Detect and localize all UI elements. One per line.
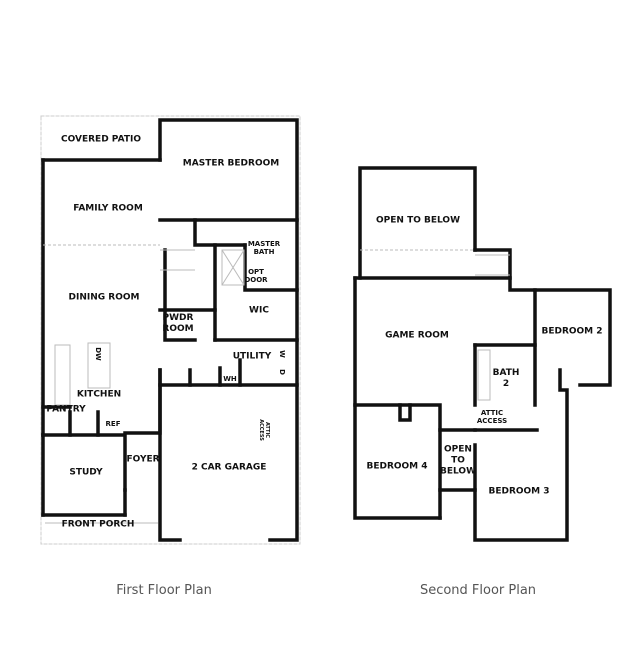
room-label-study: STUDY: [69, 467, 103, 478]
room-label-opt-door: OPT DOOR: [244, 268, 268, 284]
room-label-garage: 2 CAR GARAGE: [191, 462, 267, 473]
attic-access-label: ATTIC ACCESS: [258, 419, 270, 441]
room-label-master-bedroom: MASTER BEDROOM: [182, 158, 280, 169]
room-label-utility: UTILITY: [232, 351, 272, 362]
water-heater-label: WH: [223, 375, 237, 383]
room-label-master-bath: MASTER BATH: [247, 240, 281, 256]
attic-access-label-2: ATTIC ACCESS: [476, 409, 508, 425]
room-label-family-room: FAMILY ROOM: [73, 203, 143, 214]
first-floor-fixtures: [43, 244, 245, 524]
room-label-bedroom-3: BEDROOM 3: [488, 486, 550, 497]
room-label-bath-2: BATH 2: [492, 368, 520, 389]
room-label-dining-room: DINING ROOM: [68, 292, 140, 303]
room-label-bedroom-4: BEDROOM 4: [366, 461, 428, 472]
room-label-foyer: FOYER: [126, 454, 160, 465]
room-label-pwdr-room: PWDR ROOM: [162, 313, 194, 334]
first-floor-walls: [40, 115, 301, 545]
second-floor-fixtures: [360, 249, 510, 401]
second-floor-walls: [353, 166, 612, 542]
dishwasher-label: DW: [94, 347, 102, 361]
room-label-covered-patio: COVERED PATIO: [61, 134, 141, 145]
room-label-wic: WIC: [249, 305, 269, 316]
room-label-pantry: PANTRY: [46, 404, 86, 415]
washer-label: W: [278, 350, 286, 358]
room-label-game-room: GAME ROOM: [385, 330, 449, 341]
dryer-label: D: [278, 369, 286, 375]
first-floor-caption: First Floor Plan: [116, 583, 212, 598]
room-label-open-to-below-2: OPEN TO BELOW: [440, 444, 476, 477]
room-label-open-to-below: OPEN TO BELOW: [376, 215, 460, 226]
room-label-bedroom-2: BEDROOM 2: [541, 326, 603, 337]
second-floor-caption: Second Floor Plan: [419, 583, 537, 598]
room-label-kitchen: KITCHEN: [76, 389, 122, 400]
room-label-front-porch: FRONT PORCH: [61, 519, 135, 530]
refrigerator-label: REF: [105, 420, 121, 428]
